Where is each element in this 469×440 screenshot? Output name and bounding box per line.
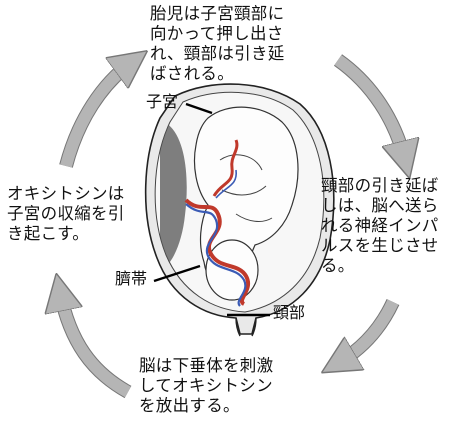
label-uterus: 子宮 [146,92,179,111]
cycle-arrows [53,60,405,399]
umbilical-cord [184,198,250,306]
leader-umbilical-cord [153,264,201,283]
placenta [160,120,187,270]
caption-nerve-impulses: 頸部の引き延ば しは、脳へ送ら れる神経インパ ルスを生じさせ る。 [321,176,439,275]
caption-fetus-pushed: 胎児は子宮頸部に 向かって押し出さ れ、頸部は引き延 ばされる。 [150,4,285,83]
caption-brain-pituitary: 脳は下垂体を刺激 してオキシトシン を放出する。 [139,356,274,415]
cervix [235,317,257,337]
label-cervix: 頸部 [273,303,306,322]
uterus-illustration [144,83,335,337]
fetus-limbs [219,154,273,222]
caption-oxytocin-contraction: オキシトシンは 子宮の収縮を引 き起こす。 [7,184,125,243]
cycle-arrow-bottom-left [53,290,132,399]
label-umbilical-cord: 臍帯 [115,269,148,288]
leader-uterus [185,102,213,115]
